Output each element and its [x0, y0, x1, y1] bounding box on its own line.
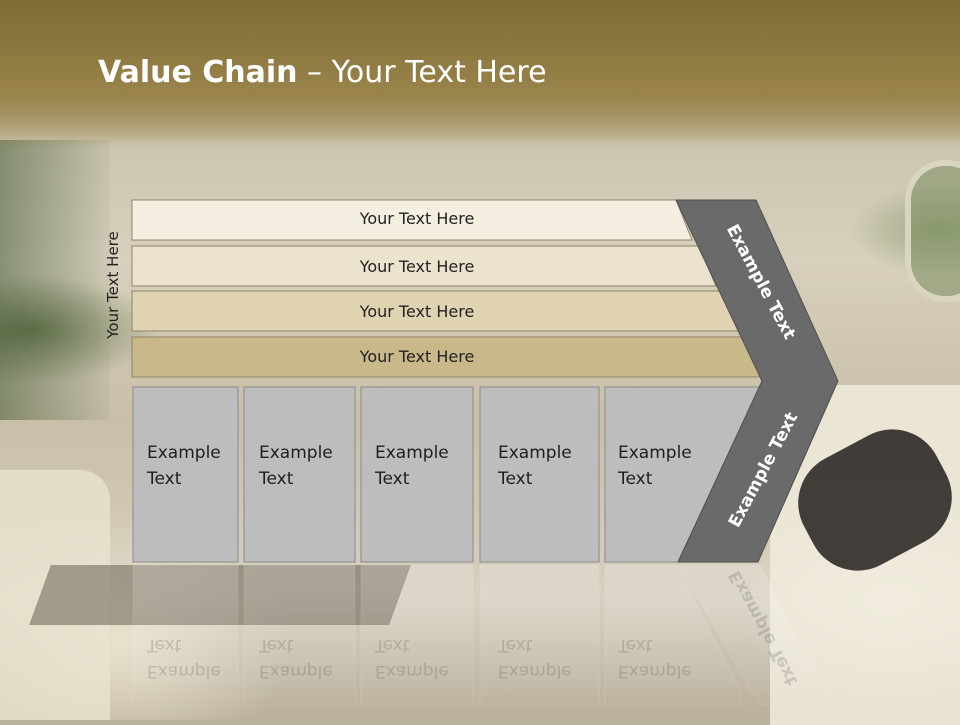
box-5-line1: Example [618, 443, 692, 463]
box-3-reflection-line1: Example [375, 661, 449, 681]
title-rest: – Your Text Here [297, 55, 547, 90]
box-2[interactable] [243, 386, 356, 563]
box-3[interactable] [360, 386, 474, 563]
box-4-reflection-line1: Example [498, 661, 572, 681]
box-5-label: Example Text [618, 440, 692, 492]
title-bold: Value Chain [98, 55, 298, 90]
box-3-line2: Text [375, 469, 410, 489]
box-2-reflection-line1: Example [259, 661, 333, 681]
background-round-window [905, 160, 960, 302]
background-window-left [0, 140, 110, 420]
box-2-label: Example Text [259, 440, 333, 492]
box-2-reflection: Example Text [259, 632, 333, 684]
box-3-reflection-line2: Text [375, 635, 410, 655]
box-1-label: Example Text [147, 440, 221, 492]
box-4-line2: Text [498, 469, 533, 489]
box-4-label: Example Text [498, 440, 572, 492]
bar-2-label: Your Text Here [359, 257, 475, 276]
chevron-arrow[interactable] [675, 199, 839, 563]
box-4-line1: Example [498, 443, 572, 463]
bar-4-label: Your Text Here [359, 347, 475, 366]
box-5-reflection-line2: Text [618, 635, 653, 655]
bar-1[interactable] [131, 199, 693, 241]
box-4-reflection: Example Text [498, 632, 572, 684]
box-4-reflection-line2: Text [498, 635, 533, 655]
box-3-reflection: Example Text [375, 632, 449, 684]
bar-1-label: Your Text Here [359, 209, 475, 228]
box-2-line2: Text [259, 469, 294, 489]
background-sofa-left [0, 470, 110, 720]
bar-3-label: Your Text Here [359, 302, 475, 321]
title-band [0, 0, 960, 145]
bar-2[interactable] [131, 245, 717, 287]
box-1-reflection-line2: Text [147, 635, 182, 655]
box-5-reflection: Example Text [618, 632, 692, 684]
box-1-line1: Example [147, 443, 221, 463]
box-5-line2: Text [618, 469, 653, 489]
box-1-line2: Text [147, 469, 182, 489]
box-1[interactable] [132, 386, 239, 563]
box-2-reflection-line2: Text [259, 635, 294, 655]
slide-title[interactable]: Value Chain – Your Text Here [98, 55, 547, 90]
box-1-reflection: Example Text [147, 632, 221, 684]
box-3-label: Example Text [375, 440, 449, 492]
box-1-reflection-line1: Example [147, 661, 221, 681]
box-2-line1: Example [259, 443, 333, 463]
box-4[interactable] [479, 386, 600, 563]
box-3-line1: Example [375, 443, 449, 463]
box-reflections [132, 564, 831, 706]
box-5-reflection-line1: Example [618, 661, 692, 681]
